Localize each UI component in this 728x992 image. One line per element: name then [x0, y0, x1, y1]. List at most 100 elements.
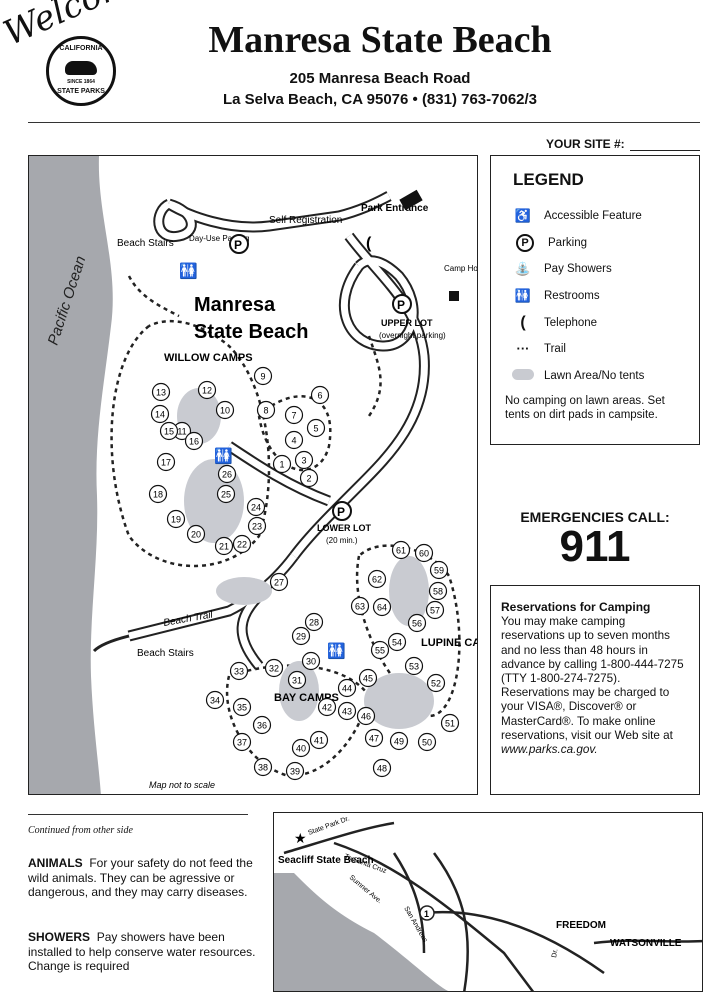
campsite-number: 41: [314, 736, 324, 746]
campsite-57: 57: [425, 600, 445, 620]
campsite-number: 28: [309, 618, 319, 628]
svg-text:P: P: [234, 238, 242, 252]
campsite-number: 43: [342, 707, 352, 717]
campsite-28: 28: [304, 612, 324, 632]
campsite-6: 6: [310, 385, 330, 405]
locator-map-svg: ★ Seacliff State Beach State Park Dr. To…: [274, 815, 702, 991]
camp-host-label: Camp Host: [444, 264, 478, 273]
campsite-number: 45: [363, 674, 373, 684]
campsite-number: 7: [291, 411, 296, 421]
emergency-label: EMERGENCIES CALL:: [520, 509, 670, 525]
campsite-number: 50: [422, 738, 432, 748]
campsite-31: 31: [287, 670, 307, 690]
campsite-37: 37: [232, 732, 252, 752]
campsite-number: 33: [234, 667, 244, 677]
seal-bottom-text: STATE PARKS: [57, 88, 105, 95]
campsite-60: 60: [414, 543, 434, 563]
campsite-number: 59: [434, 566, 444, 576]
campsite-18: 18: [148, 484, 168, 504]
address-line-1: 205 Manresa Beach Road: [289, 70, 471, 87]
campsite-number: 16: [189, 437, 199, 447]
campsite-number: 21: [219, 542, 229, 552]
website-link[interactable]: www.parks.ca.gov.: [501, 743, 598, 757]
campsite-number: 32: [269, 664, 279, 674]
campsite-number: 26: [222, 470, 232, 480]
continued-divider: [28, 814, 248, 815]
campsite-38: 38: [253, 757, 273, 777]
campsite-23: 23: [247, 516, 267, 536]
accessible-icon: ♿: [514, 208, 532, 223]
campsite-11: 11: [172, 421, 192, 441]
campsite-39: 39: [285, 761, 305, 781]
campsite-59: 59: [429, 560, 449, 580]
campsite-3: 3: [294, 450, 314, 470]
bear-icon: [65, 61, 97, 75]
shower-icon: ⛲: [514, 261, 532, 276]
willow-camps-label: WILLOW CAMPS: [164, 352, 253, 364]
campsite-number: 58: [433, 587, 443, 597]
campsite-33: 33: [229, 661, 249, 681]
campsite-30: 30: [301, 651, 321, 671]
ocean-area: [29, 156, 113, 794]
reservations-panel: Reservations for Camping You may make ca…: [490, 585, 700, 795]
park-map-svg: Pacific Ocean: [29, 156, 478, 794]
animals-text: For your safety do not feed the wild ani…: [28, 856, 253, 899]
legend-item-trail: ···Trail: [511, 341, 566, 356]
beach-trail-line: [92, 634, 130, 653]
campsite-43: 43: [337, 701, 357, 721]
campsite-number: 24: [251, 503, 261, 513]
parking-icon: P: [516, 234, 534, 252]
animals-title: ANIMALS: [28, 856, 83, 870]
restroom-icon: 🚻: [514, 288, 532, 303]
campsite-number: 22: [237, 540, 247, 550]
reservations-title: Reservations for Camping: [501, 600, 651, 614]
campsite-63: 63: [350, 596, 370, 616]
svg-text:1: 1: [424, 909, 429, 919]
not-to-scale-note: Map not to scale: [149, 780, 215, 790]
entrance-kiosk: [399, 189, 423, 211]
campsite-52: 52: [426, 673, 446, 693]
campsite-number: 39: [290, 767, 300, 777]
campsite-number: 14: [155, 410, 165, 420]
campsite-number: 18: [153, 490, 163, 500]
dr-label: Dr.: [551, 948, 559, 958]
campsite-4: 4: [284, 430, 304, 450]
campsite-number: 8: [263, 406, 268, 416]
campsite-22: 22: [232, 534, 252, 554]
reservations-body: You may make camping reservations up to …: [501, 615, 684, 742]
sumner-ave-label: Sumner Ave.: [348, 874, 383, 905]
park-map: Pacific Ocean: [28, 155, 478, 795]
lawn-icon: [511, 368, 535, 383]
parking-icon: P: [392, 294, 412, 314]
campsite-number: 37: [237, 738, 247, 748]
animals-paragraph: ANIMALS For your safety do not feed the …: [28, 856, 258, 900]
campsite-number: 9: [260, 372, 265, 382]
campsite-number: 53: [409, 662, 419, 672]
campsite-number: 49: [394, 737, 404, 747]
telephone-icon: (: [520, 314, 526, 331]
campsite-number: 17: [161, 458, 171, 468]
locator-roads: [283, 821, 702, 991]
campsite-12: 12: [197, 380, 217, 400]
park-name-line-1: Manresa: [194, 294, 276, 316]
trail-icon: ···: [516, 341, 530, 356]
self-registration-label: Self Registration: [269, 215, 342, 226]
campsite-34: 34: [205, 690, 225, 710]
campsite-49: 49: [389, 731, 409, 751]
campsite-number: 3: [301, 456, 306, 466]
campsite-32: 32: [264, 658, 284, 678]
campsite-8: 8: [256, 400, 276, 420]
campsite-40: 40: [291, 738, 311, 758]
site-number-label: YOUR SITE #:: [546, 137, 625, 151]
showers-text: Pay showers have been installed to help …: [28, 930, 256, 973]
campsite-number: 34: [210, 696, 220, 706]
park-entrance-label: Park Entrance: [361, 203, 429, 214]
restroom-icon: 🚻: [214, 447, 233, 465]
campsite-10: 10: [215, 400, 235, 420]
campsite-number: 44: [342, 684, 352, 694]
campsite-number: 1: [279, 460, 284, 470]
campsite-5: 5: [306, 418, 326, 438]
